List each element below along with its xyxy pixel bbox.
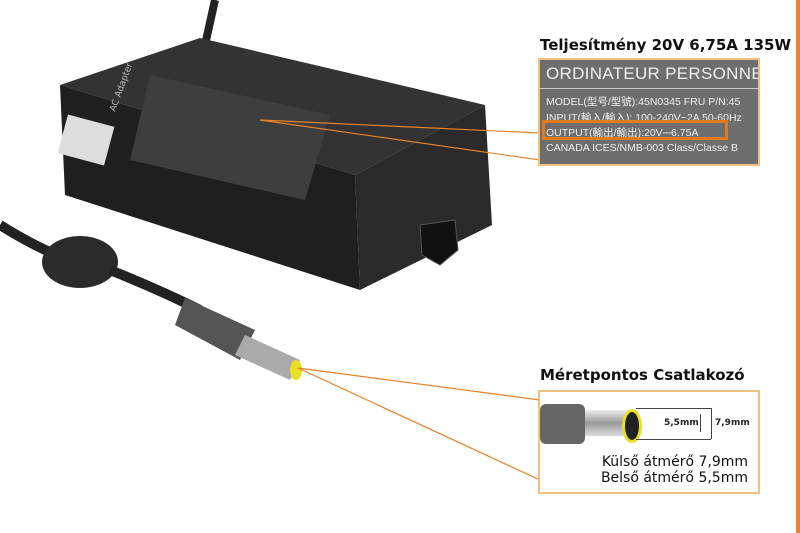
plug-metal	[235, 335, 300, 380]
barcode-sticker	[57, 114, 115, 166]
plug-tip	[290, 360, 302, 380]
adapter-end	[355, 105, 492, 290]
outer-dimension: 7,9mm	[715, 418, 750, 428]
inner-diameter-text: Belső átmérő 5,5mm	[600, 470, 748, 486]
inner-dimension: 5,5mm	[664, 418, 699, 428]
outer-diameter-text: Külső átmérő 7,9mm	[601, 454, 748, 470]
label-canada: CANADA ICES/NMB-003 Class/Classe B	[546, 142, 738, 154]
ferrite-core	[42, 236, 118, 288]
adapter-sticker	[130, 75, 330, 200]
label-output: OUTPUT(輸出/輸出):20V⎓6.75A	[546, 127, 699, 139]
rating-label-closeup: ORDINATEUR PERSONNEL MODEL(型号/型號):45N034…	[538, 58, 760, 166]
plug-body	[175, 298, 255, 360]
connector-body	[540, 404, 585, 444]
connector-title: Méretpontos Csatlakozó	[540, 366, 745, 384]
top-cable	[201, 0, 219, 46]
output-highlight	[542, 120, 728, 140]
label-heading: ORDINATEUR PERSONNEL	[546, 64, 760, 83]
ac-socket	[419, 219, 459, 266]
adapter-front	[60, 85, 360, 290]
label-model: MODEL(型号/型號):45N0345 FRU P/N:45	[546, 96, 741, 108]
power-title: Teljesítmény 20V 6,75A 135W	[540, 36, 791, 54]
connector-tip	[622, 409, 642, 443]
connector-closeup: 5,5mm 7,9mm Külső átmérő 7,9mm Belső átm…	[538, 390, 760, 494]
